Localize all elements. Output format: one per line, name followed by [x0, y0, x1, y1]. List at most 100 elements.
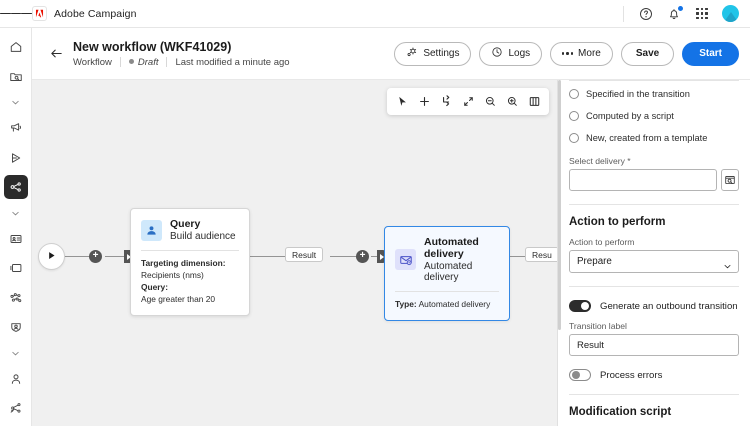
sidebar-item-journeys[interactable]: [4, 146, 28, 170]
plus-icon[interactable]: [414, 92, 434, 112]
generate-outbound-transition-toggle[interactable]: Generate an outbound transition: [569, 300, 739, 312]
transition-label-input[interactable]: [569, 334, 739, 356]
sidebar-item-profiles[interactable]: [4, 367, 28, 391]
start-button[interactable]: Start: [682, 41, 739, 66]
clock-icon: [491, 46, 503, 61]
panel-scrollbar[interactable]: [558, 80, 561, 426]
automated-delivery-icon: [395, 249, 416, 270]
app-grid-icon[interactable]: [694, 6, 710, 22]
process-errors-toggle[interactable]: Process errors: [569, 369, 739, 381]
sidebar-collapse-3[interactable]: [4, 345, 28, 362]
sidebar-item-reports[interactable]: [4, 227, 28, 251]
workflow-meta: Workflow Draft Last modified a minute ag…: [73, 57, 298, 68]
node-field-label: Query:: [141, 281, 168, 292]
panel-scrollbar-thumb[interactable]: [558, 80, 561, 330]
node-titles: Automated delivery Automated delivery: [424, 236, 499, 283]
ellipsis-icon: [562, 52, 574, 55]
logs-label: Logs: [508, 48, 531, 59]
radio-new-from-template[interactable]: New, created from a template: [569, 128, 739, 147]
more-button[interactable]: More: [550, 41, 613, 66]
meta-divider-2: [166, 57, 168, 67]
node-details: Targeting dimension: Recipients (nms) Qu…: [131, 251, 249, 315]
activity-node-automated-delivery[interactable]: Automated delivery Automated delivery Ty…: [384, 226, 510, 321]
required-marker: *: [627, 156, 631, 166]
sidebar-item-subscriptions[interactable]: [4, 396, 28, 420]
node-subtitle: Build audience: [170, 231, 236, 242]
help-circle-icon[interactable]: [638, 6, 654, 22]
sidebar-item-cards[interactable]: [4, 256, 28, 280]
add-activity-button-1[interactable]: +: [89, 250, 102, 263]
user-avatar[interactable]: [722, 5, 739, 22]
bell-icon[interactable]: [666, 4, 684, 22]
toggle-switch: [569, 369, 591, 381]
sidebar-item-campaigns[interactable]: [4, 116, 28, 140]
sidebar-item-workflows[interactable]: [3, 175, 28, 199]
sidebar-item-segments[interactable]: [4, 286, 28, 310]
workflow-flow: + Query Build audience Targeting dimensi…: [32, 80, 557, 426]
transition-arrow-1[interactable]: [124, 250, 135, 263]
divider: [623, 5, 624, 22]
action-to-perform-label: Action to perform: [569, 237, 635, 247]
sidebar-item-explore[interactable]: [4, 65, 28, 89]
select-delivery-label: Select delivery *: [569, 156, 739, 166]
node-title: Query: [170, 218, 201, 230]
meta-divider-1: [119, 57, 121, 67]
transition-label-result-1[interactable]: Result: [285, 247, 324, 262]
add-activity-button-2[interactable]: +: [356, 250, 369, 263]
radio-label: New, created from a template: [586, 132, 708, 143]
query-person-icon: [141, 219, 162, 241]
expand-arrows-icon[interactable]: [458, 92, 478, 112]
sidebar-collapse-1[interactable]: [4, 94, 28, 111]
sidebar-item-audiences[interactable]: [4, 315, 28, 339]
node-field-value: Automated delivery: [418, 299, 491, 309]
workflow-actions: Settings Logs More Save Start: [394, 41, 739, 66]
wire-label-to-plus: [330, 256, 358, 258]
gear-icon: [406, 46, 418, 61]
radio-icon: [569, 88, 579, 99]
play-icon: [46, 248, 57, 266]
transition-arrow-2[interactable]: [377, 250, 388, 263]
hamburger-icon[interactable]: [0, 0, 33, 28]
wire-query-to-label: [250, 256, 297, 258]
workflow-canvas[interactable]: + Query Build audience Targeting dimensi…: [32, 80, 557, 426]
node-field-value: Age greater than 20: [141, 293, 216, 304]
select-delivery-input[interactable]: [569, 169, 717, 191]
select-delivery-label-text: Select delivery: [569, 156, 625, 166]
settings-button[interactable]: Settings: [394, 41, 472, 66]
logs-button[interactable]: Logs: [479, 41, 543, 66]
workflow-header: New workflow (WKF41029) Workflow Draft L…: [32, 28, 750, 80]
settings-label: Settings: [423, 48, 460, 59]
sidebar-item-home[interactable]: [4, 35, 28, 59]
left-nav-rail: [0, 28, 32, 426]
action-to-perform-select[interactable]: Prepare: [569, 250, 739, 273]
node-divider: [141, 250, 239, 251]
columns-icon[interactable]: [524, 92, 544, 112]
action-to-perform-select-wrap: Prepare: [569, 250, 739, 273]
elbow-arrow-icon[interactable]: [436, 92, 456, 112]
radio-label: Specified in the transition: [586, 88, 690, 99]
zoom-out-icon[interactable]: [480, 92, 500, 112]
transition-label-result-2[interactable]: Resu: [525, 247, 557, 262]
radio-computed-by-script[interactable]: Computed by a script: [569, 106, 739, 125]
radio-icon: [569, 110, 579, 121]
zoom-in-icon[interactable]: [502, 92, 522, 112]
adobe-logo-icon: [32, 6, 47, 21]
node-field-value: Recipients (nms): [141, 269, 204, 280]
wire-delivery-to-label: [510, 256, 525, 258]
delivery-picker-icon[interactable]: [721, 169, 739, 191]
notification-badge: [677, 4, 684, 12]
node-header: Automated delivery Automated delivery: [385, 227, 509, 291]
sidebar-collapse-2[interactable]: [4, 205, 28, 222]
workflow-type: Workflow: [73, 56, 112, 68]
radio-specified-in-transition[interactable]: Specified in the transition: [569, 84, 739, 103]
wire-start-to-plus: [65, 256, 92, 258]
properties-panel: Specified in the transition Computed by …: [557, 80, 750, 426]
save-button[interactable]: Save: [620, 41, 675, 66]
node-title: Automated delivery: [424, 236, 479, 260]
workflow-start-node[interactable]: [38, 243, 65, 270]
back-arrow-icon[interactable]: [45, 43, 67, 65]
node-titles: Query Build audience: [170, 218, 236, 242]
node-subtitle: Automated delivery: [424, 261, 473, 283]
cursor-arrow-icon[interactable]: [392, 92, 412, 112]
activity-node-query[interactable]: Query Build audience Targeting dimension…: [130, 208, 250, 316]
